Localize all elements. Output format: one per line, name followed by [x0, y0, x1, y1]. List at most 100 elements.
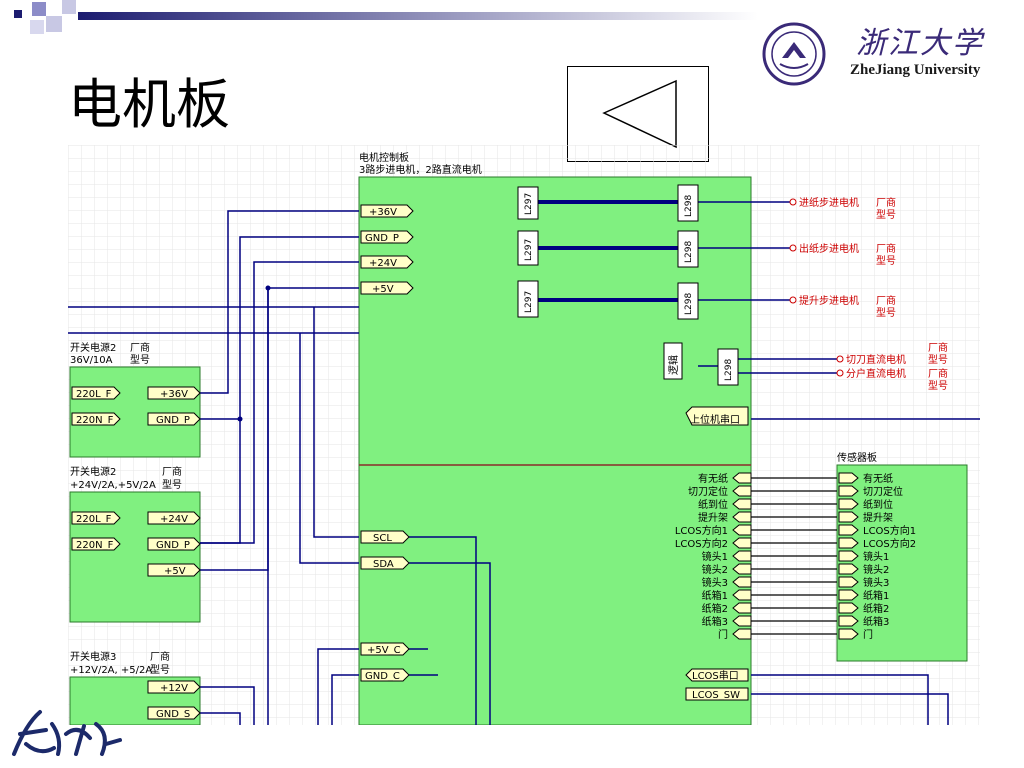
psu-1-in-n: 220N_F — [71, 412, 121, 426]
control-board-sensor-label: 镜头3 — [702, 576, 728, 589]
svg-text:LCOS串口: LCOS串口 — [692, 670, 739, 682]
svg-text:L298: L298 — [724, 359, 734, 381]
port-host-serial: 上位机串口 — [685, 406, 749, 426]
svg-text:逻辑: 逻辑 — [667, 355, 680, 375]
svg-text:GND_P: GND_P — [365, 233, 399, 244]
psu-1-maker: 厂商 — [130, 341, 150, 354]
bottom-calligraphy-logo — [12, 710, 122, 756]
stepper-1-L298: L298 — [677, 184, 699, 222]
sensor-board-label: 提升架 — [863, 512, 893, 524]
psu-1-in-l: 220L_F — [71, 386, 121, 400]
svg-text:L297: L297 — [524, 291, 534, 313]
port-5v: +5V — [360, 281, 414, 295]
sensor-board-port — [838, 615, 859, 627]
port-24v: +24V — [360, 255, 414, 269]
svg-text:LCOS_SW: LCOS_SW — [692, 690, 740, 701]
control-board-sensor-port — [732, 615, 752, 627]
port-gnd-c: GND_C — [360, 668, 410, 682]
sensor-board-label: 镜头1 — [863, 550, 889, 563]
control-board-sensor-label: 提升架 — [698, 512, 728, 524]
zju-logo — [762, 22, 826, 86]
sensor-board-label: 纸箱2 — [863, 602, 889, 615]
svg-text:厂商: 厂商 — [876, 196, 896, 209]
sensor-board-port — [838, 576, 859, 588]
sensor-board-port — [838, 511, 859, 523]
dc-L298: L298 — [717, 348, 739, 386]
svg-text:型号: 型号 — [928, 379, 948, 392]
control-board-sensor-port — [732, 537, 752, 549]
control-board-sensor-port — [732, 498, 752, 510]
stepper-1-L297: L297 — [517, 186, 539, 220]
sensor-board-label: 门 — [863, 628, 873, 641]
svg-text:进纸步进电机: 进纸步进电机 — [799, 196, 859, 209]
dc-logic-chip: 逻辑 — [663, 342, 683, 380]
sensor-board-port — [838, 498, 859, 510]
svg-text:SCL: SCL — [373, 533, 392, 544]
psu-2-in-l: 220L_F — [71, 511, 121, 525]
control-board-sensor-port — [732, 511, 752, 523]
sensor-board-label: LCOS方向2 — [863, 537, 916, 550]
port-36v: +36V — [360, 204, 414, 218]
psu-2-title: 开关电源2 — [70, 465, 116, 478]
svg-text:+5V_C: +5V_C — [367, 645, 401, 656]
port-gnd-p: GND_P — [360, 230, 414, 244]
psu-3-title: 开关电源3 — [70, 650, 116, 663]
sensor-board-port — [838, 485, 859, 497]
control-board-sensor-label: LCOS方向1 — [675, 524, 728, 537]
control-board-sensor-label: 纸箱2 — [702, 602, 728, 615]
slide-title: 电机板 — [68, 73, 230, 136]
psu-2-out-5v: +5V — [147, 563, 201, 577]
sensor-board-label: 纸箱1 — [863, 589, 889, 602]
svg-text:型号: 型号 — [928, 353, 948, 366]
svg-text:L297: L297 — [524, 193, 534, 215]
svg-text:220N_F: 220N_F — [76, 415, 114, 426]
svg-text:上位机串口: 上位机串口 — [690, 413, 740, 426]
svg-text:GND_C: GND_C — [365, 671, 400, 682]
svg-text:厂商: 厂商 — [876, 242, 896, 255]
svg-text:+36V: +36V — [160, 389, 188, 400]
control-board-sensor-label: 纸到位 — [698, 498, 728, 511]
control-board-sensor-port — [732, 563, 752, 575]
svg-text:L298: L298 — [684, 293, 694, 315]
dc-motor-labels: 切刀直流电机 厂商 型号 分户直流电机 厂商 型号 — [836, 341, 948, 392]
port-5v-c: +5V_C — [360, 642, 410, 656]
sensor-board-label: 切刀定位 — [863, 485, 903, 498]
board-title: 电机控制板 — [359, 151, 409, 164]
stepper-motor-labels: 进纸步进电机 厂商 型号 出纸步进电机 厂商 型号 提升步进电机 厂商 型号 — [789, 196, 896, 319]
sensor-board-label: 纸到位 — [863, 498, 893, 511]
sensor-board-port — [838, 589, 859, 601]
control-board-sensor-port — [732, 602, 752, 614]
psu-2-in-n: 220N_F — [71, 537, 121, 551]
psu-1 — [69, 366, 201, 458]
svg-text:提升步进电机: 提升步进电机 — [799, 294, 859, 307]
sensor-board-label: 镜头2 — [863, 563, 889, 576]
psu-2-maker: 厂商 — [162, 465, 182, 478]
sensor-board-port — [838, 628, 859, 640]
psu-2-out-24v: +24V — [147, 511, 201, 525]
svg-text:SDA: SDA — [373, 559, 394, 570]
psu-1-spec: 36V/10A — [70, 355, 113, 366]
control-board-sensor-port — [732, 628, 752, 640]
svg-text:出纸步进电机: 出纸步进电机 — [799, 242, 859, 255]
control-board-sensor-label: 镜头1 — [702, 550, 728, 563]
sensor-board-label: 有无纸 — [863, 472, 893, 485]
control-board-sensor-port — [732, 485, 752, 497]
svg-text:+24V: +24V — [369, 258, 397, 269]
stepper-2-L297: L297 — [517, 230, 539, 266]
svg-text:220N_F: 220N_F — [76, 540, 114, 551]
svg-text:+5V: +5V — [372, 284, 394, 295]
control-board-sensor-label: 纸箱1 — [702, 589, 728, 602]
psu-2-model: 型号 — [162, 478, 182, 491]
svg-text:型号: 型号 — [876, 208, 896, 221]
port-sda: SDA — [360, 556, 410, 570]
svg-text:220L_F: 220L_F — [76, 389, 112, 400]
sensor-board-port — [838, 602, 859, 614]
svg-text:GND_P: GND_P — [156, 540, 190, 551]
port-lcos-sw: LCOS_SW — [685, 687, 749, 701]
corner-decoration — [14, 0, 758, 34]
control-board-sensor-port — [732, 589, 752, 601]
zju-seal — [762, 22, 826, 86]
zju-english-name: ZheJiang University — [850, 62, 981, 78]
sensor-board-label: LCOS方向1 — [863, 524, 916, 537]
